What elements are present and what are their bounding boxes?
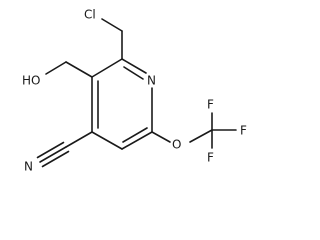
bond-ch2-cl (101, 18, 123, 32)
atom-fluorine-right: F (240, 124, 247, 138)
atom-nitrile-nitrogen: N (24, 160, 33, 174)
atom-fluorine-bottom: F (207, 151, 214, 165)
bond-ch2-oh (45, 61, 67, 75)
bond-c5-c6-inner (122, 127, 148, 143)
bond-c6-o (151, 131, 171, 143)
bond-n1-c2-inner (123, 66, 144, 80)
atom-ring-nitrogen: N (147, 74, 156, 88)
molecule-drawing: Cl HO N N O F F F (22, 8, 247, 174)
bond-n1-c2 (121, 58, 147, 74)
atom-chlorine: Cl (84, 8, 96, 22)
bond-c5-c6 (121, 131, 153, 150)
atom-ether-oxygen: O (172, 138, 181, 152)
bond-c4-c5 (91, 131, 123, 150)
atom-hydroxyl: HO (22, 74, 40, 88)
bond-c3-ch2 (65, 61, 93, 78)
bond-cn-triple-1 (39, 146, 67, 163)
bond-c4-cn (65, 131, 93, 148)
bond-c2-c3 (91, 58, 123, 78)
bond-o-cf3 (189, 129, 213, 143)
bond-cn-triple-2 (36, 141, 65, 159)
atom-fluorine-top: F (207, 98, 214, 112)
bond-cn-triple-3 (41, 150, 70, 168)
structure-diagram: Cl HO N N O F F F (22, 7, 247, 174)
